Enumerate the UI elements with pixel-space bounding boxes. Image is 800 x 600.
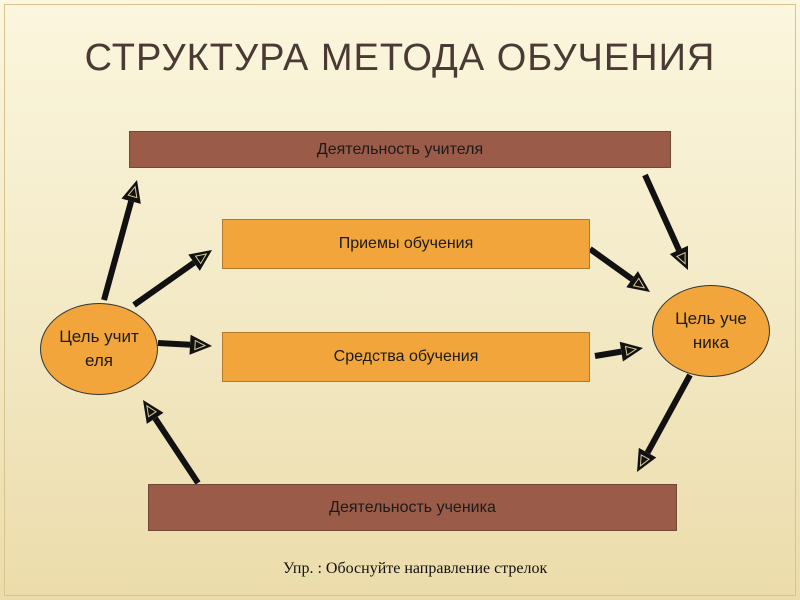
exercise-note: Упр. : Обоснуйте направление стрелок — [283, 560, 548, 577]
arrow-teacher-goal-to-techniques — [132, 250, 212, 308]
arrow-shaft — [588, 246, 634, 282]
arrow-techniques-to-student-goal — [588, 246, 650, 292]
arrow-head-inner — [639, 454, 651, 467]
teacher-goal-circle: Цель учителя — [40, 303, 158, 395]
means-box: Средства обучения — [222, 332, 590, 382]
arrow-head — [637, 447, 657, 472]
arrow-head-inner — [624, 345, 638, 357]
arrow-shaft — [157, 340, 191, 348]
means-label: Средства обучения — [333, 348, 479, 365]
student-activity-label: Деятельность ученика — [329, 498, 496, 516]
teacher-goal-label: Цель учителя — [59, 327, 139, 370]
student-activity-box: Деятельность ученика — [148, 484, 677, 531]
arrow-student-goal-to-student-activity — [637, 373, 693, 472]
teacher-activity-label: Деятельность учителя — [316, 140, 484, 158]
student-goal-label: Цель ученика — [675, 309, 747, 352]
arrow-head-inner — [632, 277, 646, 289]
teacher-activity-box: Деятельность учителя — [129, 131, 671, 168]
techniques-label: Приемы обучения — [338, 235, 474, 252]
arrow-shaft — [644, 373, 693, 455]
arrow-shaft — [101, 200, 135, 301]
arrow-teacher-goal-to-teacher-activity — [101, 180, 141, 301]
arrow-head-inner — [194, 253, 208, 265]
arrow-shaft — [152, 416, 201, 485]
slide-title: СТРУКТУРА МЕТОДА ОБУЧЕНИЯ — [84, 37, 716, 79]
arrow-teacher-activity-to-student-goal — [642, 173, 688, 270]
arrow-head — [619, 341, 643, 362]
arrow-head — [143, 400, 164, 424]
arrow-shaft — [594, 348, 622, 359]
arrow-head — [189, 334, 212, 355]
techniques-box: Приемы обучения — [222, 219, 590, 269]
slide-frame — [4, 4, 796, 596]
arrow-student-activity-to-teacher-goal — [143, 400, 201, 485]
arrow-teacher-goal-to-means — [157, 334, 212, 355]
arrow-head-inner — [675, 251, 686, 265]
student-goal-circle: Цель ученика — [652, 285, 770, 377]
arrow-head-inner — [127, 185, 138, 199]
arrow-means-to-student-goal — [594, 341, 643, 362]
arrow-head-inner — [146, 404, 158, 418]
arrow-head-inner — [194, 339, 207, 351]
arrow-shaft — [132, 260, 196, 308]
arrow-shaft — [642, 173, 682, 252]
